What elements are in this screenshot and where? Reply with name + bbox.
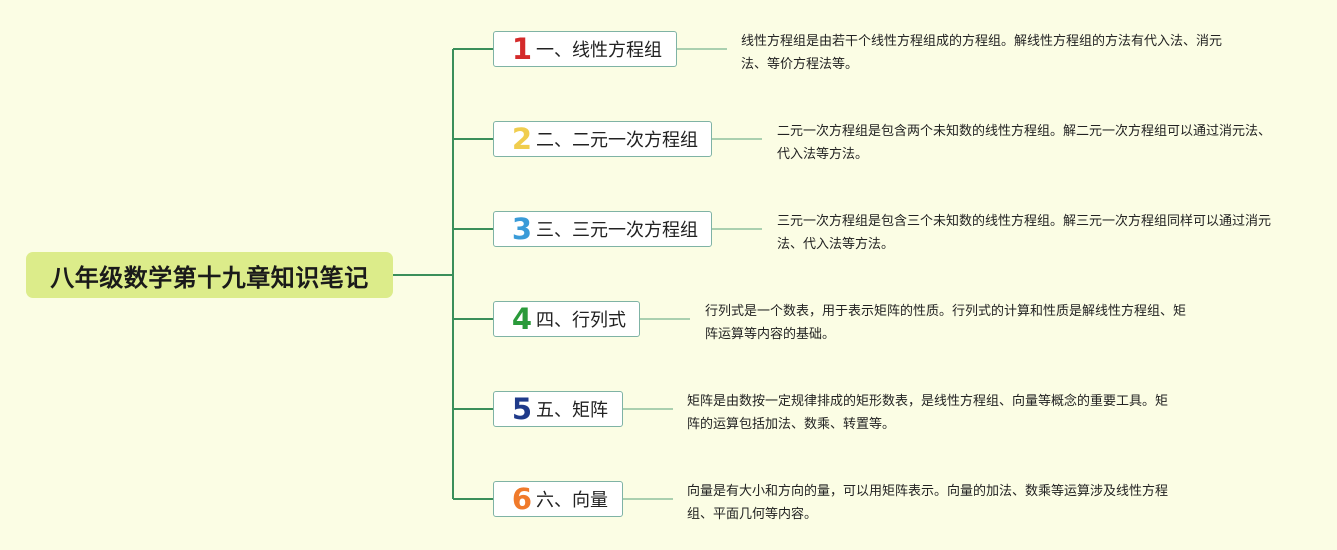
topic-3[interactable]: 3 三、三元一次方程组 xyxy=(493,211,712,247)
topic-3-label: 三、三元一次方程组 xyxy=(536,220,698,241)
topic-4[interactable]: 4 四、行列式 xyxy=(493,301,640,337)
number-4-icon: 4 xyxy=(511,301,533,336)
number-2-icon: 2 xyxy=(511,121,533,156)
central-topic[interactable]: 八年级数学第十九章知识笔记 xyxy=(26,252,393,298)
topic-5-label: 五、矩阵 xyxy=(536,400,608,421)
central-topic-title: 八年级数学第十九章知识笔记 xyxy=(50,263,369,292)
topic-6-label: 六、向量 xyxy=(536,490,608,511)
topic-1-note: 线性方程组是由若干个线性方程组成的方程组。解线性方程组的方法有代入法、消元法、等… xyxy=(741,34,1223,72)
topic-5-note: 矩阵是由数按一定规律排成的矩形数表，是线性方程组、向量等概念的重要工具。矩阵的运… xyxy=(687,394,1169,432)
topic-6[interactable]: 6 六、向量 xyxy=(493,481,623,517)
topic-4-label: 四、行列式 xyxy=(536,310,626,331)
topic-1-label: 一、线性方程组 xyxy=(536,40,662,61)
topic-6-note: 向量是有大小和方向的量，可以用矩阵表示。向量的加法、数乘等运算涉及线性方程组、平… xyxy=(687,484,1169,522)
topic-5[interactable]: 5 五、矩阵 xyxy=(493,391,623,427)
number-6-icon: 6 xyxy=(511,481,533,516)
number-5-icon: 5 xyxy=(511,391,533,426)
topic-3-note: 三元一次方程组是包含三个未知数的线性方程组。解三元一次方程组同样可以通过消元法、… xyxy=(777,214,1272,252)
topic-1[interactable]: 1 一、线性方程组 xyxy=(493,31,677,67)
topic-4-note: 行列式是一个数表，用于表示矩阵的性质。行列式的计算和性质是解线性方程组、矩阵运算… xyxy=(705,304,1187,342)
topic-2[interactable]: 2 二、二元一次方程组 xyxy=(493,121,712,157)
topic-2-note: 二元一次方程组是包含两个未知数的线性方程组。解二元一次方程组可以通过消元法、代入… xyxy=(777,124,1272,162)
number-1-icon: 1 xyxy=(511,31,533,66)
number-3-icon: 3 xyxy=(511,211,533,246)
topic-2-label: 二、二元一次方程组 xyxy=(536,130,698,151)
